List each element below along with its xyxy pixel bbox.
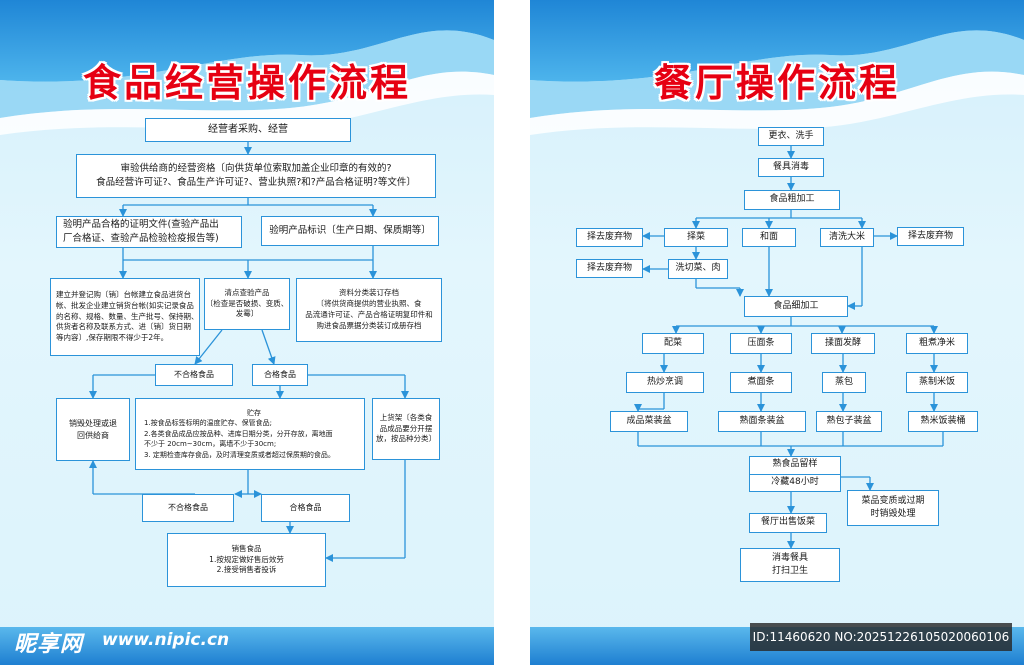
node-waste-b: 择去废弃物 xyxy=(897,227,964,246)
node-inspect: 清点查验产品〔检查是否破损、变质、发霉〕 xyxy=(204,278,290,330)
node-pick-vegetables: 择菜 xyxy=(664,228,728,247)
node-press-noodles: 压面条 xyxy=(730,333,792,354)
bottom-bar xyxy=(0,627,494,665)
node-waste-c: 择去废弃物 xyxy=(576,259,643,278)
node-cut-vegetables-meat: 洗切菜、肉 xyxy=(668,259,728,279)
node-steam-rice: 蒸制米饭 xyxy=(906,372,968,393)
node-certificate: 验明产品合格的证明文件(查验产品出厂合格证、查验产品检验检疫报告等) xyxy=(56,216,242,248)
node-bun-basin: 熟包子装盆 xyxy=(816,411,882,432)
node-boil-noodles: 煮面条 xyxy=(730,372,792,393)
page-title: 食品经营操作流程 xyxy=(82,61,411,105)
node-purchase: 经营者采购、经营 xyxy=(145,118,351,142)
node-fine-processing: 食品细加工 xyxy=(744,296,848,317)
node-dispose: 销毁处理或退回供给商 xyxy=(56,398,130,461)
node-side-dish: 配菜 xyxy=(642,333,704,354)
node-spoiled-disposal: 菜品变质或过期时销毁处理 xyxy=(847,490,939,526)
watermark-url: www.nipic.cn xyxy=(102,630,230,650)
node-qualified-2: 合格食品 xyxy=(261,494,350,522)
wave-background xyxy=(0,0,494,135)
node-waste-a: 择去废弃物 xyxy=(576,228,643,247)
node-boil-rice: 粗煮净米 xyxy=(906,333,968,354)
node-sterilize-tableware: 餐具消毒 xyxy=(758,158,824,177)
node-qualified-1: 合格食品 xyxy=(252,364,308,386)
node-food-sample: 熟食品留样 冷藏48小时 xyxy=(749,456,841,492)
right-poster: 餐厅操作流程 xyxy=(530,0,1024,665)
flow-connectors xyxy=(89,142,409,562)
wave-background xyxy=(530,0,1024,135)
node-wash-rice: 清洗大米 xyxy=(820,228,874,247)
node-dish-basin: 成品菜装盆 xyxy=(610,411,688,432)
node-sell-meals: 餐厅出售饭菜 xyxy=(749,513,827,533)
node-steam-buns: 蒸包 xyxy=(822,372,866,393)
left-poster: 食品经营操作流程 xyxy=(0,0,494,665)
node-ledger: 建立并登记购〔销〕台帐建立食品进货台帐、批发企业建立销货台帐(如实记录食品的名称… xyxy=(50,278,200,356)
node-shelf: 上货架〔各类食品成品要分开摆放，按品种分类〕 xyxy=(372,398,440,460)
node-clean-up: 消毒餐具打扫卫生 xyxy=(740,548,840,582)
node-archive: 资料分类装订存档〔将供货商提供的营业执照、食品流通许可证、产品合格证明复印件和购… xyxy=(296,278,442,342)
node-rough-processing: 食品粗加工 xyxy=(744,190,840,210)
node-rice-bucket: 熟米饭装桶 xyxy=(908,411,978,432)
node-stir-fry: 热炒烹调 xyxy=(626,372,704,393)
node-supplier-check: 审验供给商的经营资格〔向供货单位索取加盖企业印章的有效的?食品经营许可证?、食品… xyxy=(76,154,436,198)
node-knead-dough: 和面 xyxy=(742,228,796,247)
page-title: 餐厅操作流程 xyxy=(653,61,900,105)
watermark-logo: 昵享网 xyxy=(14,632,84,657)
node-ferment-dough: 揉面发酵 xyxy=(811,333,875,354)
node-change-wash: 更衣、洗手 xyxy=(758,127,824,146)
flow-connectors xyxy=(634,146,944,549)
node-unqualified-1: 不合格食品 xyxy=(155,364,233,386)
node-label-check: 验明产品标识〔生产日期、保质期等〕 xyxy=(261,216,439,246)
node-unqualified-2: 不合格食品 xyxy=(142,494,234,522)
watermark-id: ID:11460620 NO:20251226105020060106 xyxy=(750,623,1012,651)
node-noodle-basin: 熟面条装盆 xyxy=(718,411,806,432)
